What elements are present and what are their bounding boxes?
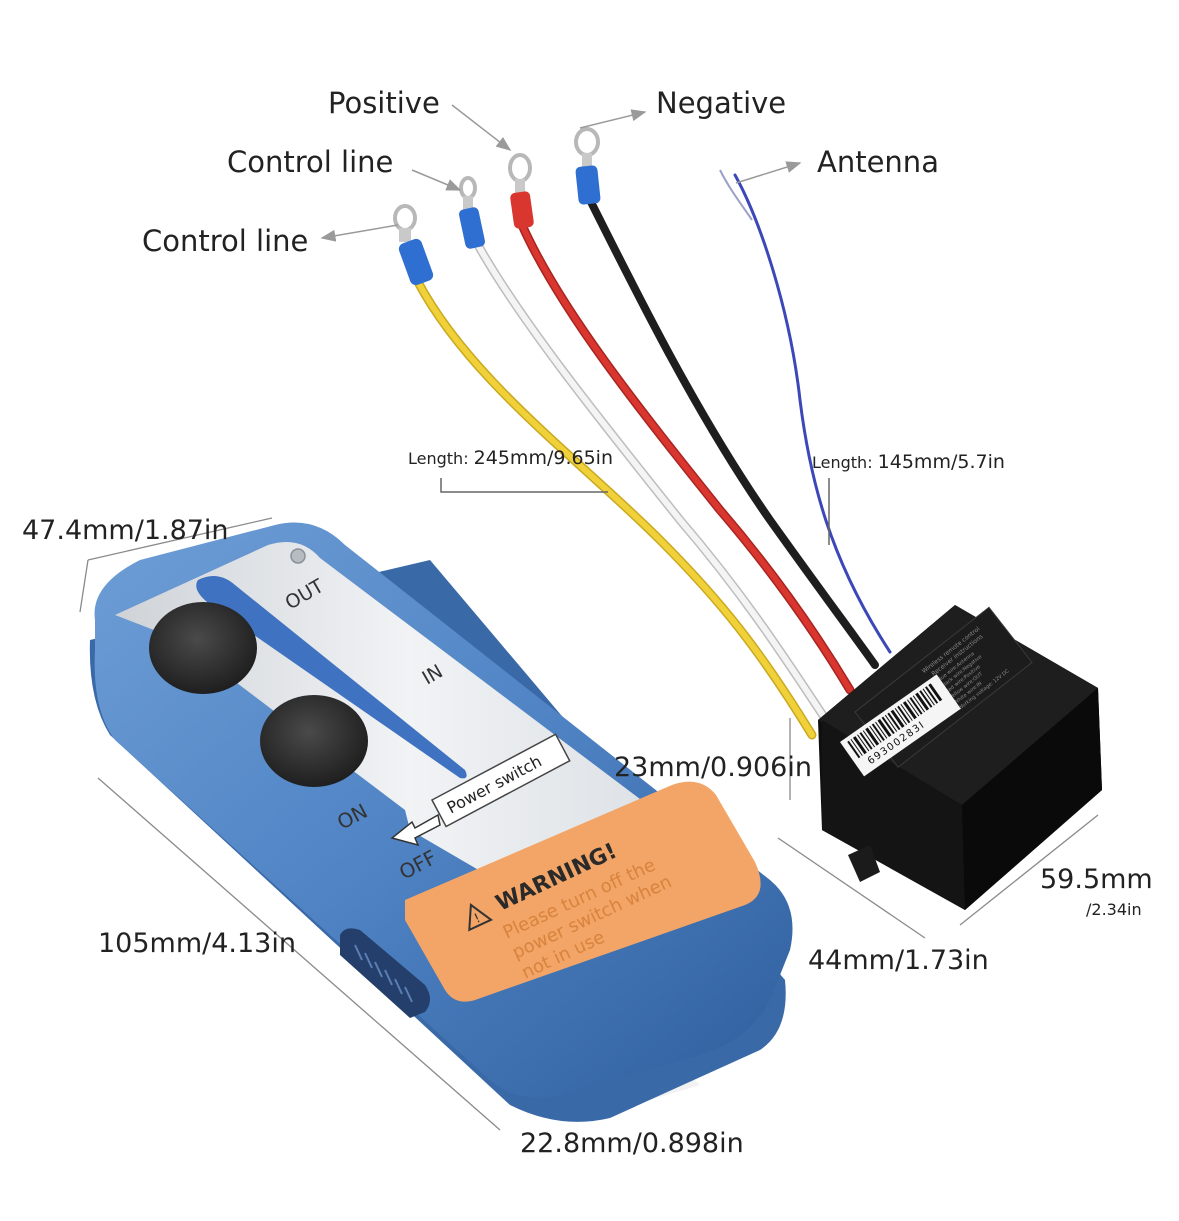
label-arrows (320, 104, 802, 242)
length-main: Length: 245mm/9.65in (408, 447, 613, 469)
wire-blue (733, 173, 892, 654)
length-antenna: Length: 145mm/5.7in (812, 451, 1005, 473)
warning-triangle-icon (468, 903, 493, 932)
terminal-control-line-2 (458, 176, 486, 249)
label-positive: Positive (328, 86, 440, 120)
status-led (290, 548, 306, 564)
dim-receiver-length: 59.5mm (1040, 864, 1153, 895)
dim-receiver-height: 23mm/0.906in (614, 752, 812, 783)
out-button[interactable] (149, 602, 257, 694)
faceplate-stripe (196, 576, 467, 779)
receiver-box: Wireless remote control Receiver instruc… (818, 605, 1102, 910)
on-off-arrow (390, 813, 441, 847)
side-power-switch[interactable] (340, 928, 430, 1018)
barcode-bars (847, 683, 943, 759)
wire-group (413, 169, 892, 740)
label-antenna: Antenna (817, 145, 939, 179)
dim-remote-length: 105mm/4.13in (98, 928, 296, 959)
antenna-tip (719, 169, 753, 221)
warning-label (405, 781, 761, 1002)
length-main-prefix: Length: (408, 449, 469, 468)
warning-exclaim: ! (472, 911, 483, 927)
terminal-negative (574, 127, 601, 205)
length-antenna-value: 145mm/5.7in (877, 451, 1005, 473)
dim-receiver-length-in: /2.34in (1086, 900, 1142, 919)
terminal-positive (508, 153, 534, 229)
wire-black (586, 196, 879, 669)
dim-receiver-width: 44mm/1.73in (808, 945, 989, 976)
terminal-control-line-1 (393, 204, 434, 286)
dim-remote-width: 47.4mm/1.87in (22, 515, 229, 546)
length-main-value: 245mm/9.65in (473, 447, 613, 469)
dim-remote-thickness: 22.8mm/0.898in (520, 1128, 744, 1159)
in-button[interactable] (260, 695, 368, 787)
length-bracket-main (440, 478, 608, 493)
remote-control: OUT IN Power switch ON OFF ! WARNING! Pl… (89, 522, 793, 1122)
length-antenna-prefix: Length: (812, 453, 873, 472)
label-control-line-upper: Control line (227, 145, 394, 179)
dimension-lines (79, 517, 1099, 1131)
label-negative: Negative (656, 86, 787, 120)
label-control-line-lower: Control line (142, 224, 309, 258)
